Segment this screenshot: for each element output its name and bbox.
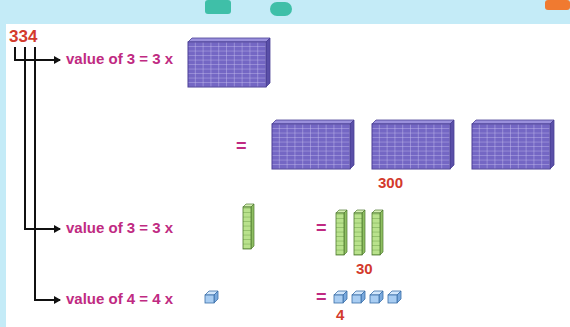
place-value-number: 300	[378, 175, 403, 192]
equals-sign: =	[236, 137, 247, 157]
value-statement: value of 3 = 3 x	[66, 51, 173, 68]
tens-rods	[243, 204, 383, 255]
equals-sign: =	[316, 288, 327, 308]
value-statement: value of 3 = 3 x	[66, 220, 173, 237]
top-decoration	[205, 0, 570, 16]
equals-sign: =	[316, 219, 327, 239]
white-panel	[6, 24, 570, 327]
unit-cubes	[205, 291, 401, 303]
value-statement: value of 4 = 4 x	[66, 291, 173, 308]
place-value-number: 4	[336, 307, 344, 324]
hundreds-flats	[188, 38, 554, 169]
place-value-number: 30	[356, 261, 373, 278]
number-label: 334	[9, 28, 37, 47]
bracket-lines	[15, 47, 60, 300]
